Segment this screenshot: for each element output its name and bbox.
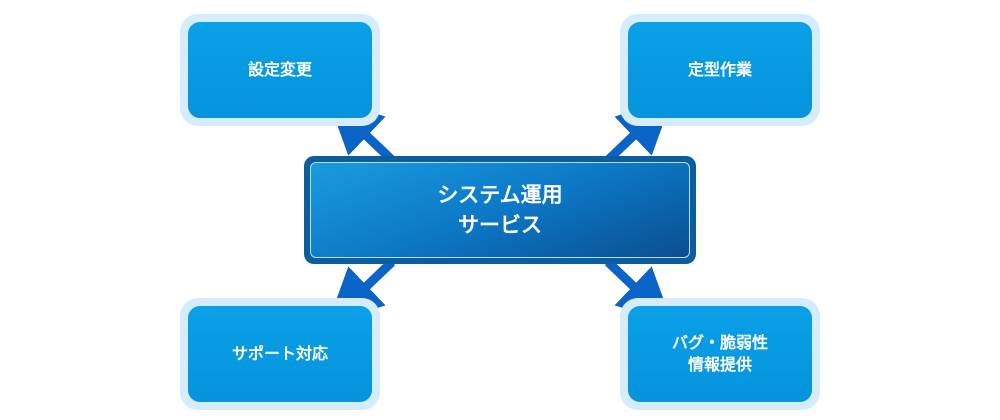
node-routine-work: 定型作業 (620, 14, 820, 126)
node-bug-info-body: バグ・脆弱性 情報提供 (628, 306, 812, 402)
node-support-body: サポート対応 (188, 306, 372, 402)
center-node-body: システム運用 サービス (310, 162, 690, 258)
node-routine-work-body: 定型作業 (628, 22, 812, 118)
node-support-label: サポート対応 (231, 344, 328, 363)
center-node-title-line1: システム運用 (437, 183, 563, 207)
arrow-to-routine (604, 98, 673, 164)
center-node-system-operation: システム運用 サービス (304, 156, 696, 264)
arrow-to-settings (327, 98, 396, 164)
node-settings-change-body: 設定変更 (188, 22, 372, 118)
node-routine-work-label: 定型作業 (687, 60, 752, 79)
node-bug-info-label-line2: 情報提供 (687, 355, 752, 374)
arrow-to-support (327, 258, 396, 324)
node-settings-change: 設定変更 (180, 14, 380, 126)
center-node-title-line2: サービス (458, 213, 542, 237)
node-settings-change-label: 設定変更 (247, 60, 312, 79)
node-bug-info-label-line1: バグ・脆弱性 (671, 333, 768, 352)
node-bug-info: バグ・脆弱性 情報提供 (620, 298, 820, 410)
arrow-to-bug-info (604, 258, 673, 324)
node-support: サポート対応 (180, 298, 380, 410)
